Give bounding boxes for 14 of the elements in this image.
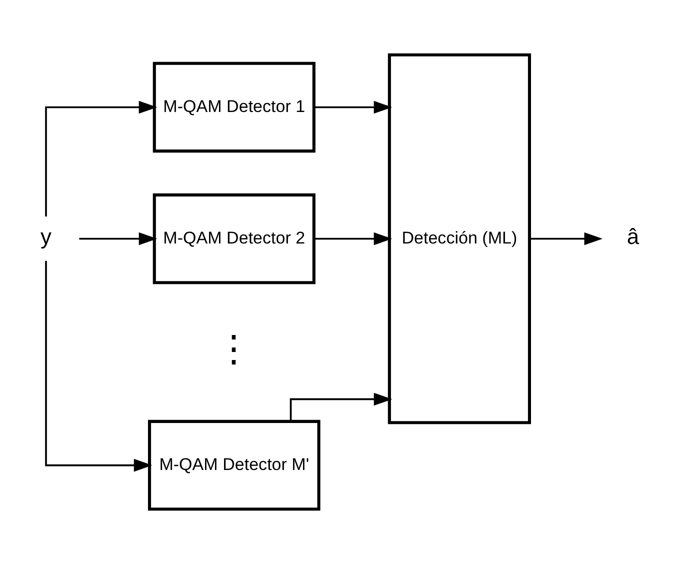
arrow <box>290 392 392 421</box>
arrow <box>314 232 392 245</box>
node-text: â <box>626 224 640 249</box>
node-box: M-QAM Detector 1 <box>152 61 316 152</box>
node-box: M-QAM Detector 2 <box>152 192 316 284</box>
arrow <box>45 100 158 216</box>
arrow <box>314 100 392 114</box>
node-box: Detección (ML) <box>388 52 531 424</box>
arrow <box>45 260 152 472</box>
node-text: y <box>40 224 52 249</box>
arrow <box>79 232 158 245</box>
label: ⋮ <box>216 328 253 369</box>
node-box: M-QAM Detector M' <box>148 419 320 510</box>
arrow <box>530 232 603 245</box>
